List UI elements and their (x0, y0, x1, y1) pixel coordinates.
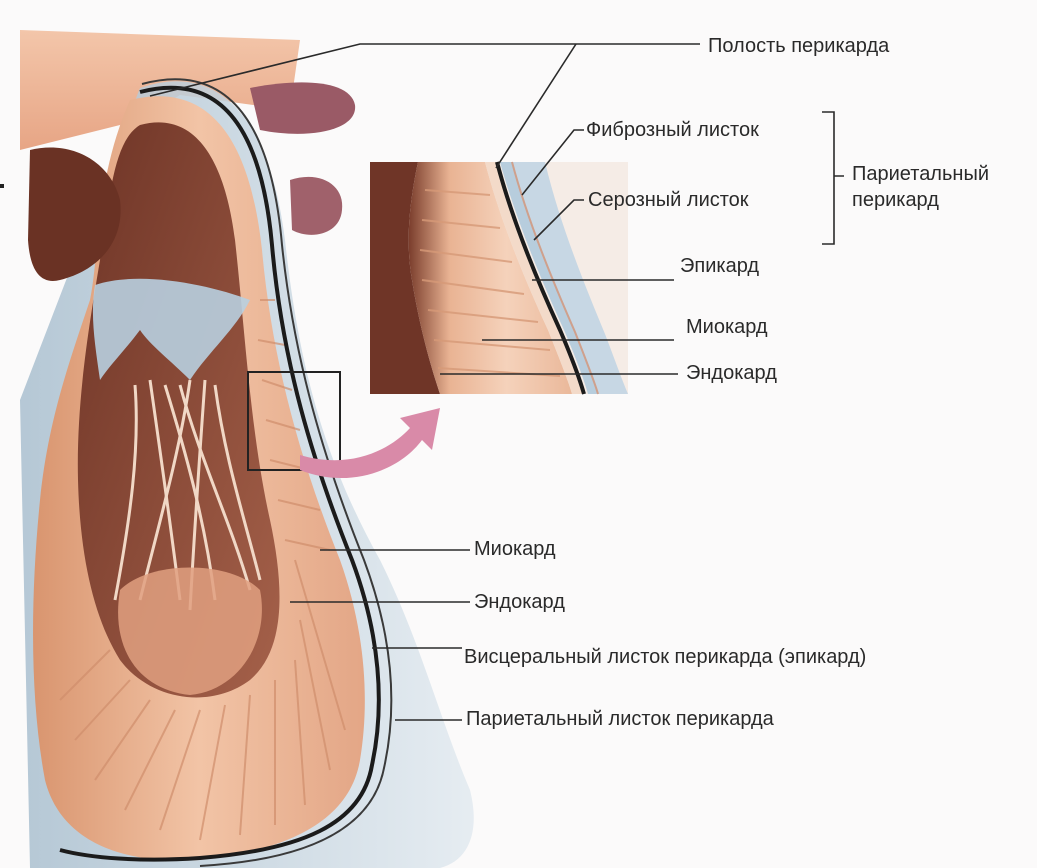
label-endocardium: Эндокард (474, 591, 565, 613)
pulmonary-vessel-2 (290, 177, 342, 235)
label-myocardium-inset: Миокард (686, 316, 768, 338)
parietal-bracket (822, 112, 844, 244)
label-serous-layer: Серозный листок (588, 189, 749, 211)
label-myocardium: Миокард (474, 538, 556, 560)
label-endocardium-inset: Эндокард (686, 362, 777, 384)
label-fibrous-layer: Фиброзный листок (586, 119, 759, 141)
pulmonary-vessel (250, 82, 355, 133)
label-parietal-pericardium-2: перикард (852, 189, 939, 211)
heart-section (20, 30, 474, 868)
label-visceral-layer: Висцеральный листок перикарда (эпикард) (464, 646, 866, 668)
edge-mark (0, 184, 4, 188)
label-pericardial-cavity: Полость перикарда (708, 35, 889, 57)
label-parietal-layer: Париетальный листок перикарда (466, 708, 774, 730)
label-parietal-pericardium-1: Париетальный (852, 163, 989, 185)
label-epicardium: Эпикард (680, 255, 759, 277)
leader-pericardial-cavity-inset (496, 44, 576, 168)
